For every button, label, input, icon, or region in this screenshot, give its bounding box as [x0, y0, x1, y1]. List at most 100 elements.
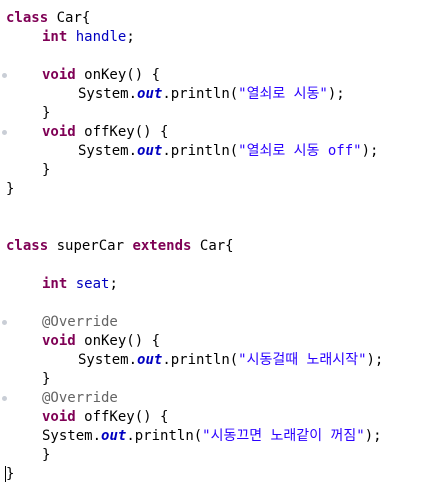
code-text: void offKey() {	[42, 123, 168, 142]
code-token: handle	[75, 29, 127, 45]
code-line[interactable]: int seat;	[0, 275, 439, 294]
code-token: @Override	[42, 390, 118, 406]
code-text: class superCar extends Car{	[6, 237, 234, 256]
code-token: int	[42, 29, 68, 45]
code-line[interactable]: class Car{	[0, 9, 439, 28]
code-token: seat	[75, 276, 110, 292]
code-line[interactable]	[0, 294, 439, 313]
code-text: System.out.println("시동끄면 노래같이 꺼짐");	[42, 427, 382, 446]
code-token: }	[42, 371, 51, 387]
code-token: ;	[126, 29, 135, 45]
code-token: System.	[42, 428, 102, 444]
code-line[interactable]: @Override	[0, 389, 439, 408]
code-text: System.out.println("열쇠로 시동");	[78, 85, 345, 104]
code-line[interactable]: System.out.println("열쇠로 시동");	[0, 85, 439, 104]
code-token: @Override	[42, 314, 118, 330]
code-token: }	[6, 181, 15, 197]
code-line[interactable]: }	[0, 370, 439, 389]
code-token: }	[6, 466, 15, 482]
code-token: out	[137, 143, 163, 159]
code-token: offKey() {	[75, 409, 169, 425]
code-token: void	[42, 124, 76, 140]
code-line[interactable]	[0, 47, 439, 66]
code-token: }	[42, 105, 51, 121]
code-text: class Car{	[6, 9, 90, 28]
code-line[interactable]: void offKey() {	[0, 123, 439, 142]
code-token: class	[6, 10, 49, 26]
code-token: .println(	[126, 428, 203, 444]
text-cursor	[5, 466, 6, 482]
code-token: onKey() {	[75, 67, 161, 83]
code-text: void offKey() {	[42, 408, 168, 427]
code-token: ;	[109, 276, 118, 292]
code-token: );	[327, 86, 345, 102]
code-text: void onKey() {	[42, 332, 160, 351]
code-token: .println(	[162, 143, 239, 159]
code-text: @Override	[42, 389, 118, 408]
code-text: }	[6, 180, 14, 199]
code-token: void	[42, 409, 76, 425]
code-line[interactable]: void onKey() {	[0, 332, 439, 351]
code-line[interactable]: void offKey() {	[0, 408, 439, 427]
code-line[interactable]: }	[0, 465, 439, 484]
override-marker-icon[interactable]	[2, 396, 7, 401]
code-token: out	[137, 352, 163, 368]
code-text: System.out.println("시동걸때 노래시작");	[78, 351, 383, 370]
code-token: System.	[78, 86, 138, 102]
code-text: int handle;	[42, 28, 135, 47]
code-token: );	[364, 428, 382, 444]
code-line[interactable]: System.out.println("열쇠로 시동 off");	[0, 142, 439, 161]
code-token: out	[137, 86, 163, 102]
code-line[interactable]	[0, 218, 439, 237]
code-token: onKey() {	[75, 333, 161, 349]
code-token: System.	[78, 352, 138, 368]
code-line[interactable]: }	[0, 180, 439, 199]
code-text: void onKey() {	[42, 66, 160, 85]
code-token: Car{	[48, 10, 91, 26]
code-text: System.out.println("열쇠로 시동 off");	[78, 142, 378, 161]
code-token: extends	[132, 238, 192, 254]
code-line[interactable]: }	[0, 104, 439, 123]
override-marker-icon[interactable]	[2, 320, 7, 325]
code-text: int seat;	[42, 275, 118, 294]
code-line[interactable]: void onKey() {	[0, 66, 439, 85]
code-line[interactable]: }	[0, 161, 439, 180]
code-token	[67, 276, 75, 292]
code-token: class	[6, 238, 49, 254]
code-line[interactable]	[0, 256, 439, 275]
code-token: void	[42, 67, 76, 83]
code-line[interactable]: @Override	[0, 313, 439, 332]
code-token: offKey() {	[75, 124, 169, 140]
code-line[interactable]: }	[0, 446, 439, 465]
code-token: }	[42, 162, 51, 178]
code-line[interactable]: System.out.println("시동끄면 노래같이 꺼짐");	[0, 427, 439, 446]
code-token: void	[42, 333, 76, 349]
override-marker-icon[interactable]	[2, 130, 7, 135]
code-line[interactable]: System.out.println("시동걸때 노래시작");	[0, 351, 439, 370]
code-text: }	[6, 465, 14, 484]
code-line[interactable]: int handle;	[0, 28, 439, 47]
code-text: @Override	[42, 313, 118, 332]
code-text: }	[42, 370, 50, 389]
code-token: int	[42, 276, 68, 292]
code-token: "시동끄면 노래같이 꺼짐"	[202, 428, 365, 444]
code-token: );	[366, 352, 384, 368]
code-line[interactable]: class superCar extends Car{	[0, 237, 439, 256]
code-token: superCar	[48, 238, 133, 254]
code-line[interactable]	[0, 199, 439, 218]
code-text: }	[42, 161, 50, 180]
code-text: }	[42, 446, 50, 465]
code-token: }	[42, 447, 51, 463]
code-token: "열쇠로 시동 off"	[238, 143, 362, 159]
code-token: "시동걸때 노래시작"	[238, 352, 367, 368]
override-marker-icon[interactable]	[2, 73, 7, 78]
code-token: .println(	[162, 86, 239, 102]
code-text: }	[42, 104, 50, 123]
code-token: );	[361, 143, 379, 159]
code-token	[67, 29, 75, 45]
code-token: out	[101, 428, 127, 444]
code-token: Car{	[191, 238, 234, 254]
code-token: System.	[78, 143, 138, 159]
code-token: "열쇠로 시동"	[238, 86, 328, 102]
